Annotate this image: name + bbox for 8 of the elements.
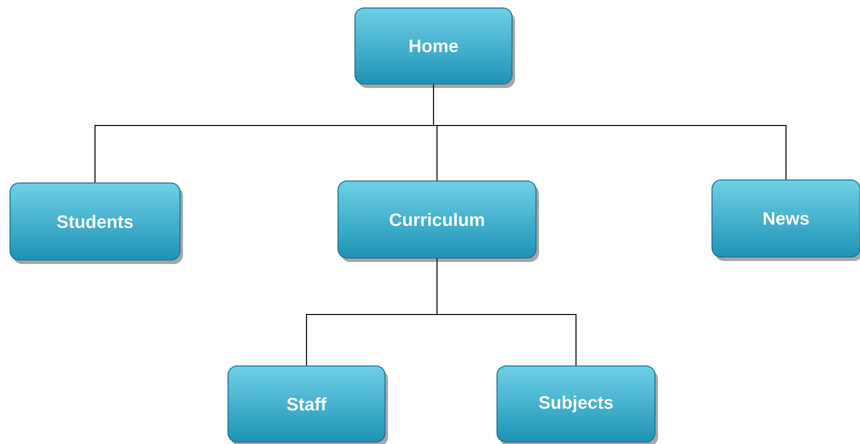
connector-line <box>433 84 786 180</box>
page-box: Curriculum <box>338 180 539 262</box>
connector-line <box>436 258 576 366</box>
page-box: Home <box>354 8 515 88</box>
page-box: News <box>712 180 860 261</box>
page-box: Students <box>10 182 183 264</box>
page-box: Subjects <box>496 366 658 444</box>
page-box: Staff <box>228 366 388 444</box>
